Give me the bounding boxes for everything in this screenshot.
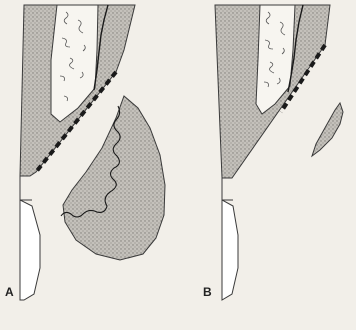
panel-b <box>215 5 343 300</box>
panel-b-fragment <box>312 103 343 156</box>
panel-b-tooth <box>222 178 238 300</box>
panel-a <box>20 5 165 300</box>
panel-a-tooth <box>20 176 40 300</box>
panel-b-label: B <box>203 285 212 299</box>
panel-a-label: A <box>5 285 14 299</box>
